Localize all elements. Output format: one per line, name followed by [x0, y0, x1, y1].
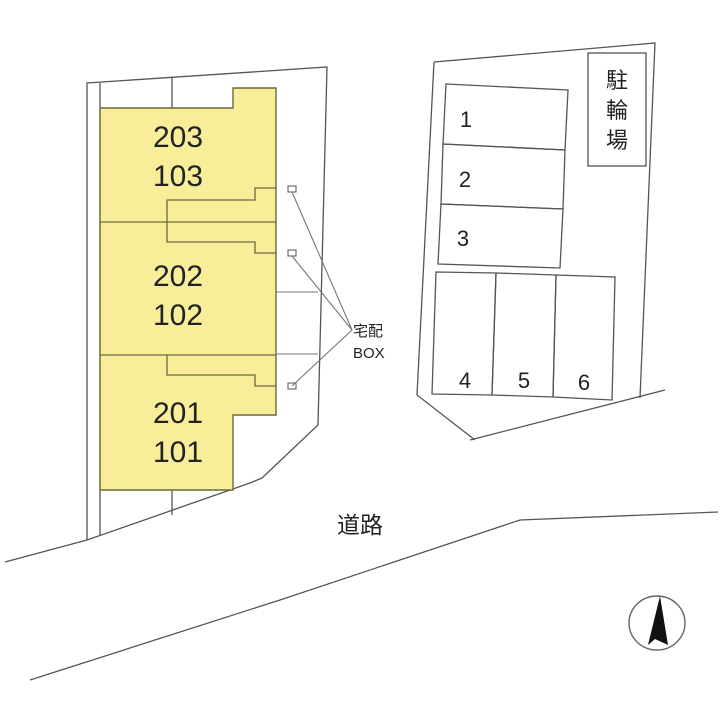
- entrance-notch-upper: [166, 187, 276, 254]
- parking-slot-label-6: 6: [578, 370, 590, 395]
- parking-lot-boundary: [416, 42, 656, 441]
- bicycle-parking-label-char-1: 駐: [606, 69, 628, 94]
- delivery-box-leader-lines: [291, 191, 353, 387]
- unit-label-201: 201: [153, 397, 203, 430]
- apartment-building: [99, 87, 277, 491]
- parking-slot-3: [437, 203, 564, 269]
- delivery-box-icon: [287, 185, 297, 193]
- delivery-box-icon: [287, 249, 297, 257]
- road-edge-upper-right: [469, 389, 666, 441]
- parking-slot-label-1: 1: [460, 107, 472, 132]
- parking-slot-label-3: 3: [457, 226, 469, 251]
- unit-label-202: 202: [153, 260, 203, 293]
- road-label: 道路: [337, 513, 383, 539]
- parking-slot-label-2: 2: [459, 167, 471, 192]
- parking-slot-label-4: 4: [459, 368, 471, 393]
- bicycle-parking-label-char-2: 輪: [606, 99, 628, 124]
- parking-slot-6: [552, 274, 616, 401]
- entrance-notch-lower: [166, 355, 276, 387]
- unit-label-101: 101: [153, 436, 203, 469]
- delivery-box-label-line2: BOX: [353, 345, 385, 362]
- road-edge-lower: [29, 511, 719, 681]
- left-lot-boundary: [86, 66, 328, 540]
- parking-slot-label-5: 5: [518, 368, 530, 393]
- unit-label-203: 203: [153, 121, 203, 154]
- unit-label-103: 103: [153, 160, 203, 193]
- bicycle-parking-area: [587, 52, 647, 167]
- north-arrow-icon: [628, 595, 686, 651]
- unit-label-102: 102: [153, 299, 203, 332]
- delivery-box-label-line1: 宅配: [353, 322, 383, 340]
- bicycle-parking-label-char-3: 場: [606, 129, 628, 154]
- road-edge-upper: [4, 477, 263, 563]
